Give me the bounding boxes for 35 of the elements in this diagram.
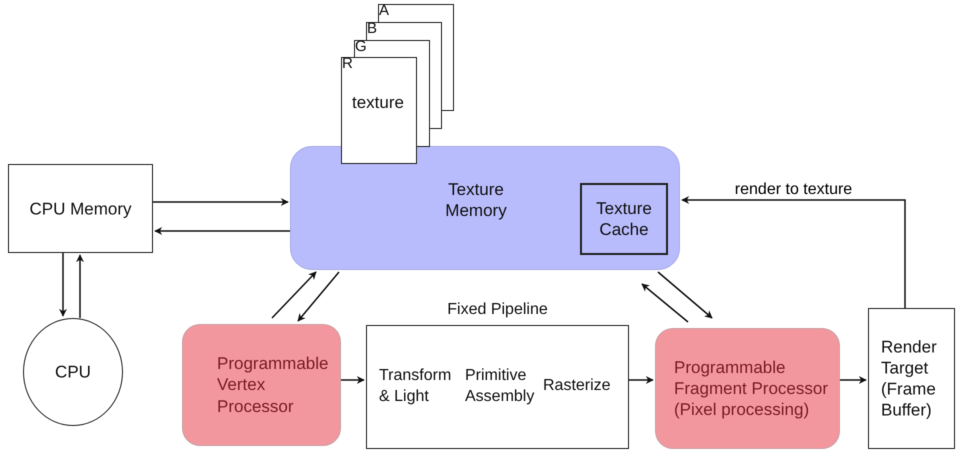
sheet-letter: A [379, 3, 390, 18]
processor-box [182, 324, 341, 446]
arrow [840, 376, 867, 384]
node-label: CPU [54, 361, 92, 383]
node-label: CPU Memory [28, 198, 132, 220]
stage-label: Transform & Light [379, 366, 452, 407]
memory-block [290, 146, 680, 270]
sheet-letter: R [342, 56, 353, 71]
processor-box [655, 328, 840, 449]
arrow [658, 271, 713, 319]
process-box [8, 164, 153, 253]
sheet-letter: G [355, 39, 367, 54]
node-heading: Fixed Pipeline [446, 300, 549, 320]
arrow [681, 196, 906, 308]
node-label: Texture Memory [444, 179, 508, 222]
cache-box [580, 183, 668, 255]
node-label: Render Target (Frame Buffer) [881, 336, 938, 421]
arrow [629, 376, 654, 384]
node-label: Texture Cache [595, 198, 653, 240]
stage-label: Rasterize [543, 376, 612, 396]
stage-label: Primitive Assembly [465, 366, 536, 407]
arrow [154, 227, 290, 235]
arrow [641, 283, 688, 323]
arrow [297, 272, 340, 322]
arrow [59, 253, 67, 317]
arrow [76, 254, 84, 318]
arrow [271, 271, 317, 319]
node-label: Programmable Fragment Processor (Pixel processing) [674, 356, 829, 420]
sheet-label: texture [352, 92, 404, 114]
node-label: Programmable Vertex Processor [217, 353, 330, 417]
process-box [868, 308, 955, 449]
sheet-letter: B [367, 21, 378, 36]
texture-sheet [341, 57, 417, 164]
arrow [153, 198, 289, 206]
arrow [341, 376, 365, 384]
